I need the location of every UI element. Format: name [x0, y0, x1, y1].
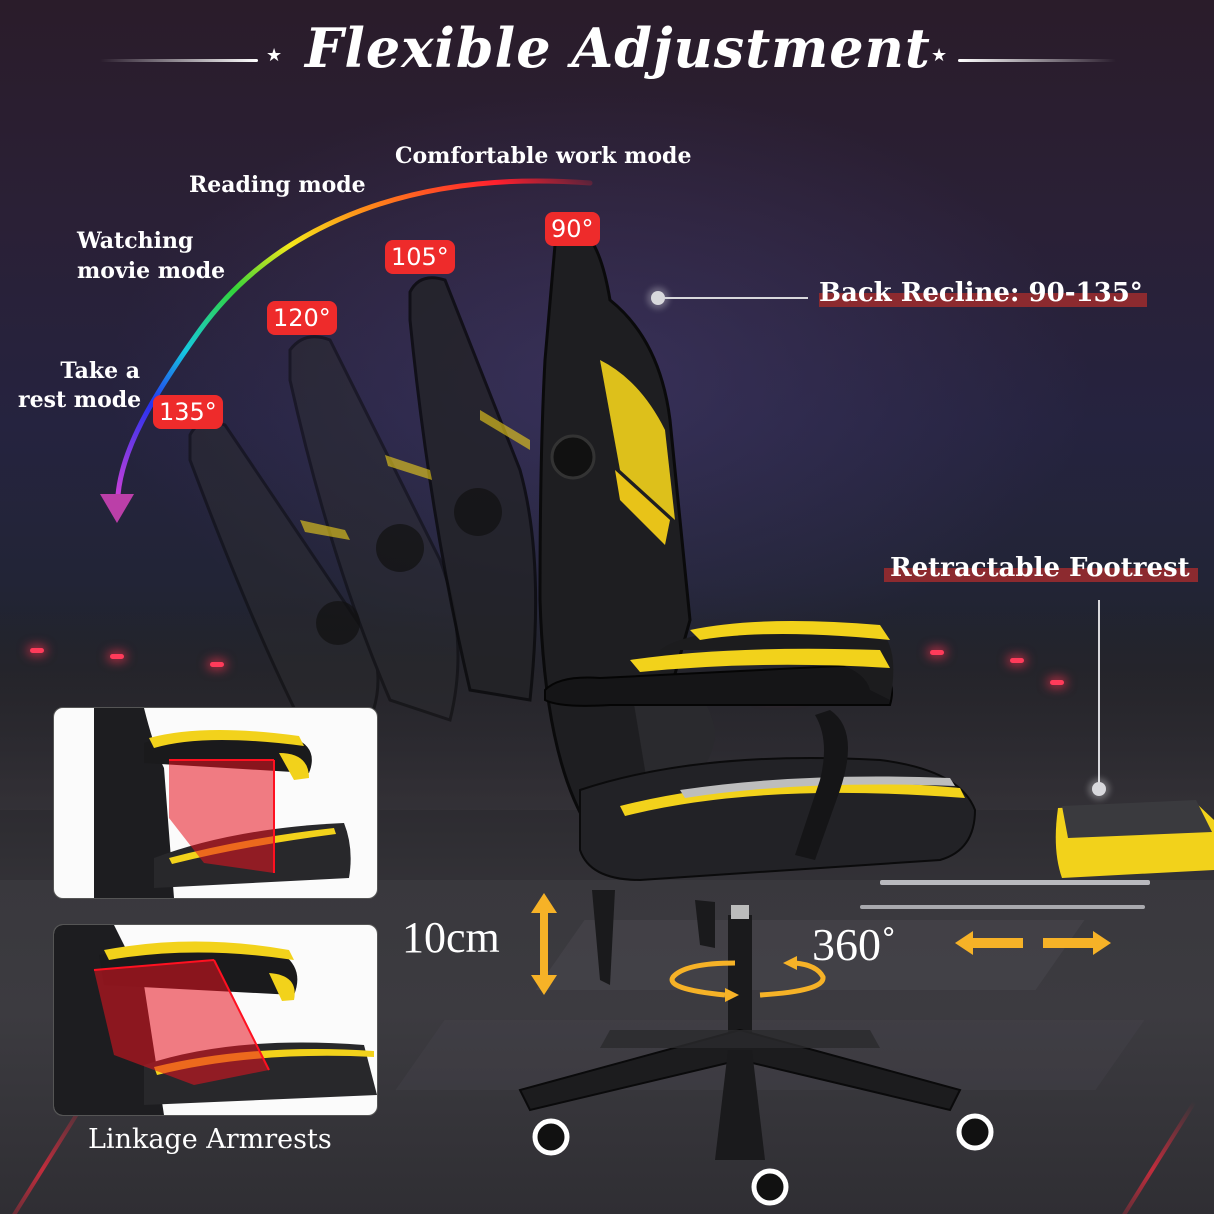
- rotation-arrow-icon: [669, 956, 826, 1002]
- callout-dot: [1092, 782, 1106, 796]
- title-bar: ★ Flexible Adjustment ★: [0, 12, 1214, 82]
- footrest-callout: Retractable Footrest: [884, 553, 1198, 583]
- title-divider-right: [958, 59, 1116, 62]
- mode-label-reading: Reading mode: [189, 172, 366, 198]
- horizontal-double-arrow-icon: [955, 931, 1111, 955]
- swivel-value: 360˚: [812, 919, 897, 970]
- title-divider-left: [100, 59, 258, 62]
- callout-leader-line: [660, 297, 808, 299]
- armrest-inset-lowered: [53, 924, 378, 1116]
- vertical-double-arrow-icon: [531, 893, 557, 995]
- mode-label-work: Comfortable work mode: [395, 143, 692, 169]
- mode-label-rest-line1: Take a: [60, 358, 140, 384]
- mode-label-rest-line2: rest mode: [18, 387, 142, 413]
- angle-badge-105: 105°: [385, 240, 455, 274]
- angle-badge-135: 135°: [153, 395, 223, 429]
- angle-badge-120: 120°: [267, 301, 337, 335]
- mode-label-movie-line2: movie mode: [77, 258, 226, 284]
- back-recline-callout: Back Recline: 90-135°: [819, 278, 1147, 308]
- mode-label-movie-line1: Watching: [77, 228, 194, 254]
- armrest-inset-raised: [53, 707, 378, 899]
- star-icon: ★: [931, 45, 948, 66]
- page-title: Flexible Adjustment: [305, 16, 931, 80]
- height-adjust-value: 10cm: [402, 913, 500, 962]
- star-icon: ★: [266, 45, 283, 66]
- angle-badge-90: 90°: [545, 212, 600, 246]
- armrests-caption: Linkage Armrests: [88, 1124, 332, 1155]
- callout-dot: [651, 291, 665, 305]
- footrest-leader-line: [1098, 600, 1100, 785]
